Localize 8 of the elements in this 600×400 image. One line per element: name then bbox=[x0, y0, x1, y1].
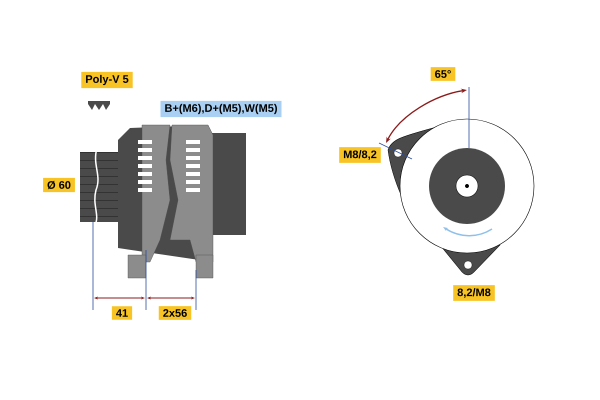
dimension-tag: 41 bbox=[112, 306, 132, 320]
dimension-tag: 65° bbox=[430, 67, 456, 81]
dimension-tag: 2x56 bbox=[158, 306, 192, 320]
dimension-tag: Ø 60 bbox=[43, 178, 75, 192]
dimension-tag: B+(M6),D+(M5),W(M5) bbox=[160, 100, 282, 118]
dimension-tag: Poly-V 5 bbox=[81, 72, 133, 88]
dimension-tag: M8/8,2 bbox=[339, 147, 381, 163]
dimension-tag: 8,2/M8 bbox=[453, 285, 495, 301]
